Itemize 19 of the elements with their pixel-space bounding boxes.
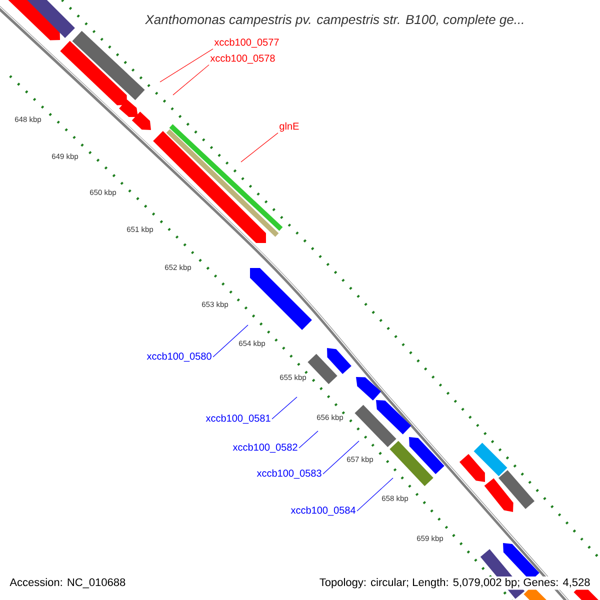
leader-line	[298, 430, 318, 448]
gene-label: xccb100_0581	[206, 414, 270, 424]
summary-label: Topology: circular; Length: 5,079,002 bp; Genes: 4,528	[318, 576, 592, 590]
leader-line	[322, 440, 360, 474]
map-title: Xanthomonas campestris pv. campestris str. B100, complete ge...	[144, 14, 526, 28]
leader-line	[356, 478, 394, 512]
gene-label: xccb100_0583	[256, 469, 322, 479]
gene-label: glnE	[280, 122, 299, 132]
gene-label: xccb100_0577	[214, 38, 279, 48]
gene-label: xccb100_0578	[210, 54, 275, 64]
gene-label: xccb100_0580	[146, 352, 212, 362]
gene-label: xccb100_0584	[290, 506, 356, 516]
leader-line	[240, 132, 278, 162]
leader-line	[172, 64, 210, 96]
leader-line	[272, 396, 298, 420]
leader-line	[212, 324, 248, 358]
leader-line	[160, 48, 214, 82]
accession-label: Accession: NC_010688	[8, 576, 128, 590]
gene-label: xccb100_0582	[232, 443, 298, 453]
